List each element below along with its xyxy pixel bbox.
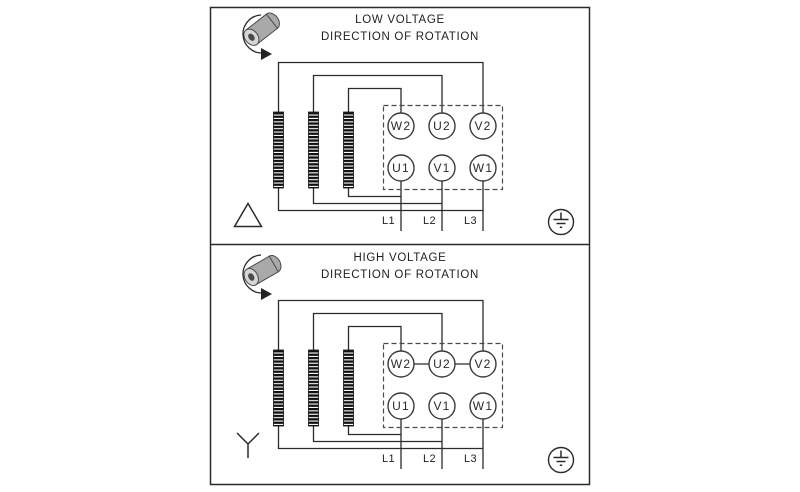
earth-ground-icon	[547, 208, 575, 236]
panel-title: LOW VOLTAGE	[355, 14, 445, 26]
terminal-w1: W1	[469, 392, 497, 420]
terminal-u2-label: U2	[433, 357, 451, 371]
supply-label-l3: L3	[464, 215, 477, 227]
wye-connection-icon	[236, 432, 260, 458]
terminal-u2: U2	[428, 350, 456, 378]
terminal-w1: W1	[469, 154, 497, 182]
rotation-arrow	[242, 14, 264, 54]
terminal-link-bar-2	[308, 111, 319, 189]
terminal-w1-circle	[469, 154, 497, 182]
motor-shaft	[243, 255, 282, 286]
terminal-v2-label: V2	[474, 357, 491, 371]
ground-glyph	[553, 212, 569, 228]
wire-supply-l2	[312, 312, 443, 469]
terminal-board-outline	[382, 342, 504, 429]
panel-subtitle: DIRECTION OF ROTATION	[321, 269, 479, 281]
terminal-w2-circle	[387, 112, 415, 140]
terminal-link-bar-3	[343, 349, 354, 427]
ground-circle	[547, 208, 575, 236]
terminal-w1-label: W1	[473, 161, 493, 175]
rotation-arrow-head	[261, 288, 272, 300]
delta-connection-icon	[233, 202, 263, 228]
terminal-v1: V1	[428, 154, 456, 182]
terminal-w2: W2	[387, 350, 415, 378]
ground-circle	[547, 446, 575, 474]
panel-high-voltage: HIGH VOLTAGE DIRECTION OF ROTATION	[236, 252, 575, 474]
terminal-board-outline	[382, 104, 504, 191]
wiring-paths	[277, 61, 484, 231]
terminal-u1-label: U1	[392, 161, 410, 175]
terminal-link-bar-3	[343, 111, 354, 189]
terminal-v1-circle	[428, 392, 456, 420]
terminal-w2-label: W2	[391, 119, 411, 133]
rotation-arrow-head	[261, 48, 272, 60]
terminal-v2-label: V2	[474, 119, 491, 133]
wire-supply-l2	[312, 74, 443, 231]
rotation-arrow	[242, 254, 264, 294]
terminal-link-bar-1	[273, 349, 284, 427]
terminal-v2: V2	[469, 112, 497, 140]
panel-subtitle: DIRECTION OF ROTATION	[321, 31, 479, 43]
terminal-v1-label: V1	[433, 161, 450, 175]
terminal-v1-label: V1	[433, 399, 450, 413]
terminal-v2-circle	[469, 112, 497, 140]
rotation-direction-icon	[242, 254, 282, 300]
wire-supply-l3	[277, 61, 484, 231]
terminal-link-bar-1	[273, 111, 284, 189]
terminal-v2-circle	[469, 350, 497, 378]
panel-title: HIGH VOLTAGE	[354, 252, 447, 264]
terminal-v1-circle	[428, 154, 456, 182]
terminal-u2-circle	[428, 112, 456, 140]
panel-low-voltage: LOW VOLTAGE DIRECTION OF ROTATION	[233, 12, 575, 236]
terminal-w1-circle	[469, 392, 497, 420]
supply-label-l1: L1	[382, 215, 395, 227]
terminal-u2: U2	[428, 112, 456, 140]
motor-shaft	[243, 12, 280, 46]
terminal-u2-circle	[428, 350, 456, 378]
supply-label-l1: L1	[382, 453, 395, 465]
terminal-u2-label: U2	[433, 119, 451, 133]
supply-label-l2: L2	[423, 215, 436, 227]
terminal-v1: V1	[428, 392, 456, 420]
terminal-u1: U1	[387, 392, 415, 420]
terminal-u1: U1	[387, 154, 415, 182]
terminal-u1-circle	[387, 392, 415, 420]
terminal-w2-circle	[387, 350, 415, 378]
terminal-u1-label: U1	[392, 399, 410, 413]
supply-label-l3: L3	[464, 453, 477, 465]
earth-ground-icon	[547, 446, 575, 474]
terminal-link-bar-2	[308, 349, 319, 427]
terminal-w2: W2	[387, 112, 415, 140]
wire-supply-l3	[277, 299, 484, 469]
wiring-paths	[277, 299, 484, 469]
terminal-w1-label: W1	[473, 399, 493, 413]
terminal-u1-circle	[387, 154, 415, 182]
diagram-border	[209, 6, 591, 486]
supply-label-l2: L2	[423, 453, 436, 465]
ground-glyph	[553, 450, 569, 466]
rotation-direction-icon	[242, 12, 280, 60]
terminal-v2: V2	[469, 350, 497, 378]
terminal-w2-label: W2	[391, 357, 411, 371]
